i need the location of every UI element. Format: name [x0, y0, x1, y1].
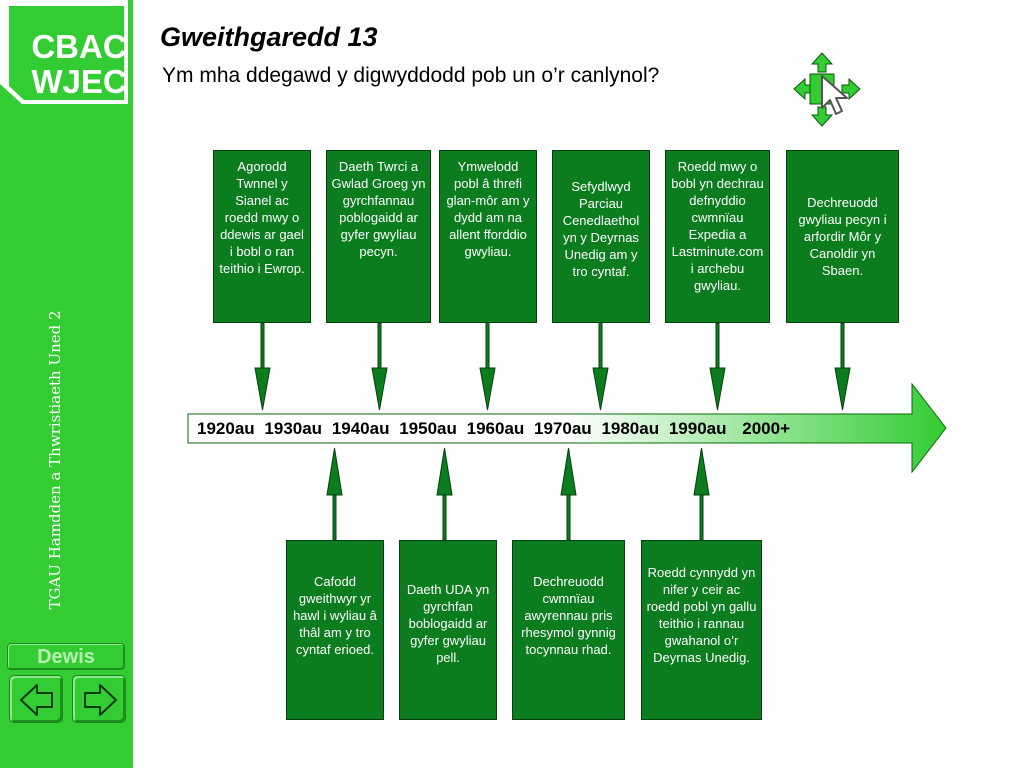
event-card[interactable]: Dechreuodd cwmnïau awyrennau pris rhesym…	[512, 540, 625, 720]
bottom-connectors	[326, 447, 710, 541]
decade-label: 1970au	[534, 419, 592, 438]
event-card[interactable]: Cafodd gweithwyr yr hawl i wyliau â thâl…	[286, 540, 384, 720]
decade-label: 1930au	[264, 419, 323, 438]
decade-label: 1940au	[331, 419, 390, 438]
bottom-arrow-3	[560, 447, 577, 541]
decade-label: 2000+	[742, 419, 790, 438]
decade-label: 1980au	[601, 419, 660, 438]
event-card[interactable]: Dechreuodd gwyliau pecyn i arfordir Môr …	[786, 150, 899, 323]
top-arrow-5	[709, 322, 726, 411]
logo-line-2: WJEC	[31, 63, 126, 100]
arrow-right-icon	[84, 684, 117, 716]
decade-label: 1960au	[466, 419, 525, 438]
decade-labels: 1920au 1930au 1940au 1950au 1960au 1970a…	[197, 419, 795, 439]
arrow-left-icon	[20, 684, 53, 716]
back-button[interactable]	[9, 675, 63, 723]
forward-button[interactable]	[72, 675, 126, 723]
logo-line-1: CBAC	[31, 28, 126, 65]
decade-label: 1950au	[399, 419, 457, 438]
event-card[interactable]: Agorodd Twnnel y Sianel ac roedd mwy o d…	[213, 150, 311, 323]
top-arrow-3	[479, 322, 496, 411]
event-card[interactable]: Ymwelodd pobl â threfi glan-môr am y dyd…	[439, 150, 537, 323]
page-subtitle: Ym mha ddegawd y digwyddodd pob un o’r c…	[162, 64, 660, 87]
decade-label: 1920au	[197, 419, 255, 438]
top-arrow-1	[254, 322, 271, 411]
event-card[interactable]: Daeth Twrci a Gwlad Groeg yn gyrchfannau…	[326, 150, 431, 323]
page-title: Gweithgaredd 13	[160, 22, 378, 52]
bottom-arrow-2	[436, 447, 453, 541]
cbac-wjec-logo: CBAC WJEC	[0, 0, 128, 104]
top-connectors	[254, 322, 851, 411]
event-card[interactable]: Sefydlwyd Parciau Cenedlaethol yn y Deyr…	[552, 150, 650, 323]
bottom-arrow-4	[693, 447, 710, 541]
top-arrow-2	[371, 322, 388, 411]
event-card[interactable]: Daeth UDA yn gyrchfan boblogaidd ar gyfe…	[399, 540, 497, 720]
move-cursor-icon[interactable]	[792, 52, 864, 128]
top-arrow-6	[834, 322, 851, 411]
event-card[interactable]: Roedd mwy o bobl yn dechrau defnyddio cw…	[665, 150, 770, 323]
decade-label: 1990au	[668, 419, 727, 438]
top-arrow-4	[592, 322, 609, 411]
bottom-arrow-1	[326, 447, 343, 541]
event-card[interactable]: Roedd cynnydd yn nifer y ceir ac roedd p…	[641, 540, 762, 720]
timeline-arrow	[187, 382, 947, 474]
sidebar: CBAC WJEC TGAU Hamdden a Thwristiaeth Un…	[0, 0, 133, 768]
dewis-button[interactable]: Dewis	[7, 643, 125, 670]
